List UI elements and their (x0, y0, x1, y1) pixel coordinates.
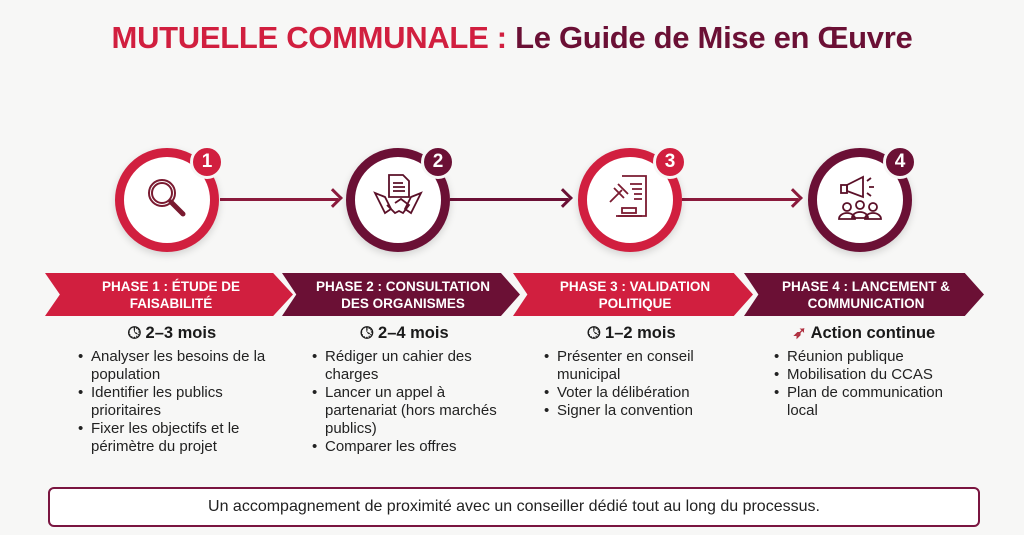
phase-badge: 1 (190, 145, 224, 179)
clock-icon: 🕓︎ (587, 324, 601, 342)
list-item: Voter la délibération (544, 384, 719, 402)
page-title: MUTUELLE COMMUNALE : Le Guide de Mise en… (111, 20, 913, 55)
footer-note: Un accompagnement de proximité avec un c… (48, 487, 980, 527)
duration: 🕓︎ 1–2 mois (587, 324, 676, 342)
list-item: Lancer un appel à partenariat (hors marc… (312, 384, 497, 438)
phase-3-details: 🕓︎ 1–2 mois Présenter en conseil municip… (544, 324, 719, 420)
phase-2-banner: PHASE 2 : CONSULTATION DES ORGANISMES (282, 273, 520, 316)
phase-badge: 4 (883, 145, 917, 179)
duration: 🕓︎ 2–3 mois (127, 324, 217, 342)
arrow-connector (682, 188, 803, 208)
duration: 🕓︎ 2–4 mois (360, 324, 449, 342)
list-item: Rédiger un cahier des charges (312, 348, 497, 384)
megaphone-crowd-icon (833, 171, 887, 230)
phase-badge: 2 (421, 145, 455, 179)
phase-2-icon-circle: 2 (346, 145, 455, 252)
phase-4-details: ➶ Action continue Réunion publiqueMobili… (774, 324, 954, 420)
list-item: Mobilisation du CCAS (774, 366, 954, 384)
phase-1-banner: PHASE 1 : ÉTUDE DE FAISABILITÉ (45, 273, 293, 316)
phase-2-details: 🕓︎ 2–4 mois Rédiger un cahier des charge… (312, 324, 497, 456)
phase-badge: 3 (653, 145, 687, 179)
phase-1-icon-circle: 1 (115, 145, 224, 252)
phase-1-details: 🕓︎ 2–3 mois Analyser les besoins de la p… (78, 324, 266, 456)
list-item: Identifier les publics prioritaires (78, 384, 266, 420)
list-item: Analyser les besoins de la population (78, 348, 266, 384)
gavel-scroll-icon (604, 172, 656, 229)
list-item: Signer la convention (544, 402, 719, 420)
list-item: Comparer les offres (312, 438, 497, 456)
handshake-document-icon (371, 171, 425, 230)
list-item: Réunion publique (774, 348, 954, 366)
rocket-icon: ➶ (792, 324, 807, 342)
list-item: Plan de communication local (774, 384, 954, 420)
clock-icon: 🕓︎ (127, 324, 141, 342)
arrow-connector (220, 188, 343, 208)
clock-icon: 🕓︎ (360, 324, 374, 342)
phase-3-banner: PHASE 3 : VALIDATION POLITIQUE (513, 273, 753, 316)
duration: ➶ Action continue (792, 324, 936, 342)
magnifier-icon (143, 174, 191, 227)
phase-4-icon-circle: 4 (808, 145, 917, 252)
list-item: Fixer les objectifs et le périmètre du p… (78, 420, 266, 456)
phase-3-icon-circle: 3 (578, 145, 687, 252)
list-item: Présenter en conseil municipal (544, 348, 719, 384)
phase-4-banner: PHASE 4 : LANCEMENT & COMMUNICATION (744, 273, 984, 316)
arrow-connector (450, 188, 573, 208)
